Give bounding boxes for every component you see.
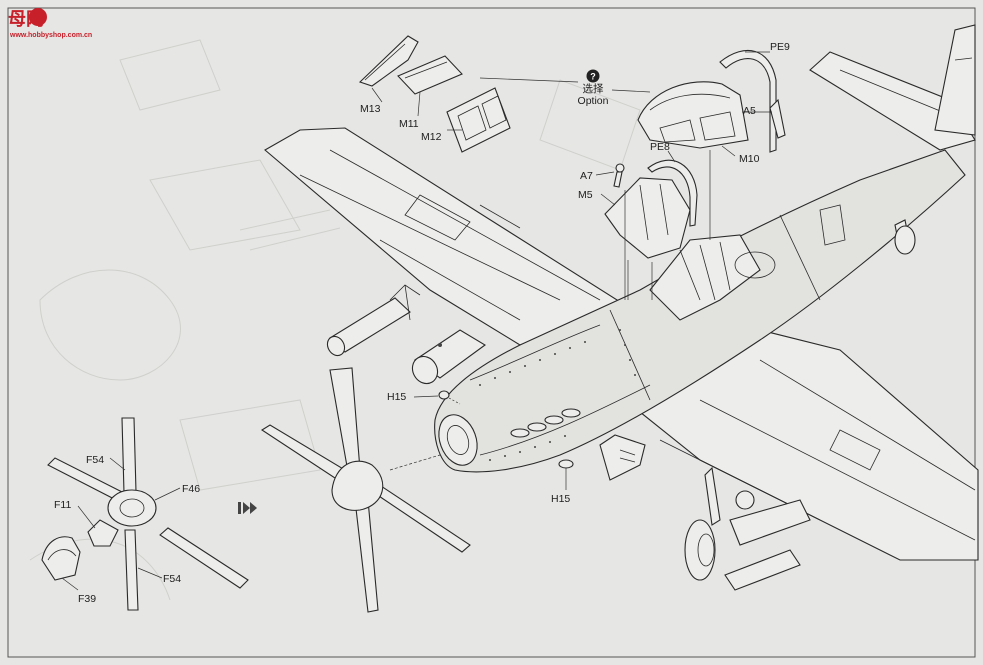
label-m5: M5: [578, 189, 593, 201]
label-a5: A5: [743, 105, 756, 117]
spinner-centre: [331, 460, 384, 511]
watermark-logo-text: 母网: [8, 9, 44, 29]
assembly-guide-lines: [624, 150, 711, 300]
main-wheel: [684, 519, 716, 581]
canopy-frame-pe9: [719, 49, 777, 153]
label-f54-bottom: F54: [163, 573, 181, 585]
rivet-lines: [479, 329, 636, 461]
windscreen-part-m5: [604, 177, 691, 259]
label-m10: M10: [739, 153, 760, 165]
canopy-part-m13: [358, 35, 419, 87]
label-f46: F46: [182, 483, 200, 495]
part-a7: [613, 163, 625, 188]
hub-part-f11: [87, 519, 119, 547]
label-f54-top: F54: [86, 454, 104, 466]
spinner-f39: [41, 536, 81, 581]
left-drop-tank: [326, 284, 421, 357]
label-h15-chin: H15: [551, 493, 570, 505]
propeller-exploded: [41, 417, 249, 611]
part-a5: [769, 98, 786, 139]
label-h15-nose: H15: [387, 391, 406, 403]
label-m13: M13: [360, 103, 381, 115]
label-m12: M12: [421, 131, 442, 143]
fuselage: [434, 149, 966, 473]
logo-badge-icon: [29, 8, 47, 26]
label-pe9: PE9: [770, 41, 790, 53]
canopy-part-m11: [397, 55, 463, 95]
left-wing: [264, 127, 627, 346]
vertical-fin: [934, 24, 976, 136]
question-icon: [586, 69, 600, 83]
label-f39: F39: [78, 593, 96, 605]
windscreen-frame-pe8: [647, 159, 698, 227]
option-label-cn: 选择: [583, 82, 604, 95]
watermark-logo: 母网 www.hobbyshop.com.cn: [8, 8, 92, 39]
canopy-part-m10: [637, 81, 749, 149]
direction-arrow-icon: [238, 502, 257, 514]
part-h15-nose: [413, 390, 461, 405]
watermark-site: www.hobbyshop.com.cn: [9, 32, 92, 39]
part-h15-chin: [558, 459, 574, 490]
nose-ring: [438, 414, 478, 466]
option-label-en: Option: [578, 95, 609, 107]
label-f11: F11: [54, 499, 71, 511]
cockpit-opening: [649, 234, 761, 321]
aircraft-fuselage-assembly: [264, 24, 979, 591]
canopy-part-m12: [446, 87, 511, 153]
tail-wheel: [894, 219, 916, 255]
label-leader-lines: [61, 51, 772, 591]
label-m11: M11: [399, 118, 419, 130]
main-landing-gear: [599, 434, 811, 591]
label-pe8: PE8: [650, 141, 670, 153]
option-marker: ? 选择 Option: [479, 69, 651, 107]
exhaust-stacks: [510, 408, 581, 438]
part-labels: M13 M11 M12 PE9 A5 M10 PE8 A7 M5 H15 H15…: [54, 41, 790, 605]
svg-text:?: ?: [590, 72, 596, 82]
page-frame: [7, 7, 976, 658]
centre-drop-tank: [411, 329, 486, 385]
propeller-hub-f46: [107, 489, 157, 527]
propeller-assembly-centre: [260, 367, 471, 613]
label-a7: A7: [580, 170, 593, 182]
